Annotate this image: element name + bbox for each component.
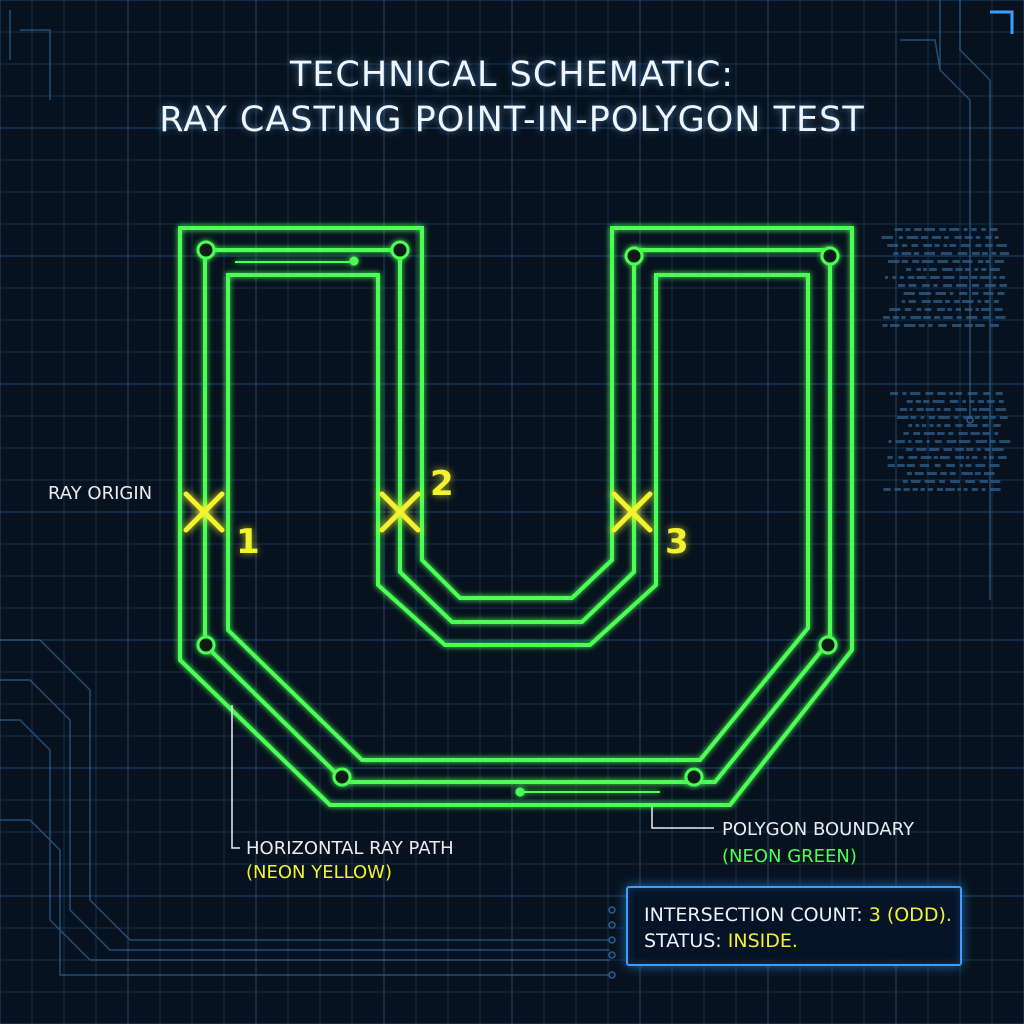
ray-path-color-label: (NEON YELLOW) [246, 862, 392, 883]
status-panel: INTERSECTION COUNT: 3 (ODD). STATUS: INS… [626, 886, 962, 966]
title-line-2: RAY CASTING POINT-IN-POLYGON TEST [159, 100, 865, 140]
trace-endpoints [608, 416, 974, 979]
polygon-inner-trace [226, 273, 810, 762]
polygon-outer-trace [178, 226, 854, 807]
corner-bracket [990, 10, 1014, 34]
status-value: INSIDE. [727, 930, 798, 952]
polygon-boundary-label: POLYGON BOUNDARY [722, 819, 915, 840]
intersection-count-value: 3 (ODD). [868, 904, 952, 926]
intersection-count-label: INTERSECTION COUNT: [644, 904, 863, 926]
intersection-marker-2 [379, 491, 421, 533]
polygon-vertex-nodes [196, 240, 840, 797]
data-readout-decor [881, 228, 1011, 491]
intersection-marker-3 [611, 491, 653, 533]
status-label: STATUS: [644, 930, 722, 952]
ray-origin-label: RAY ORIGIN [48, 483, 153, 504]
polygon-color-label: (NEON GREEN) [722, 846, 857, 867]
intersection-number-1: 1 [236, 522, 260, 562]
polygon-boundary [178, 226, 854, 807]
status-row: STATUS: INSIDE. [644, 928, 960, 954]
circuit-traces [0, 0, 991, 976]
title-line-1: TECHNICAL SCHEMATIC: [289, 55, 735, 95]
callout-leaders [231, 705, 714, 849]
intersection-number-2: 2 [430, 464, 454, 504]
polygon-accent-traces [235, 261, 660, 793]
intersection-marker-1 [183, 491, 225, 533]
intersection-number-3: 3 [665, 522, 689, 562]
intersection-markers [183, 491, 653, 533]
ray-path-label: HORIZONTAL RAY PATH [246, 838, 454, 859]
intersection-count-row: INTERSECTION COUNT: 3 (ODD). [644, 902, 960, 928]
